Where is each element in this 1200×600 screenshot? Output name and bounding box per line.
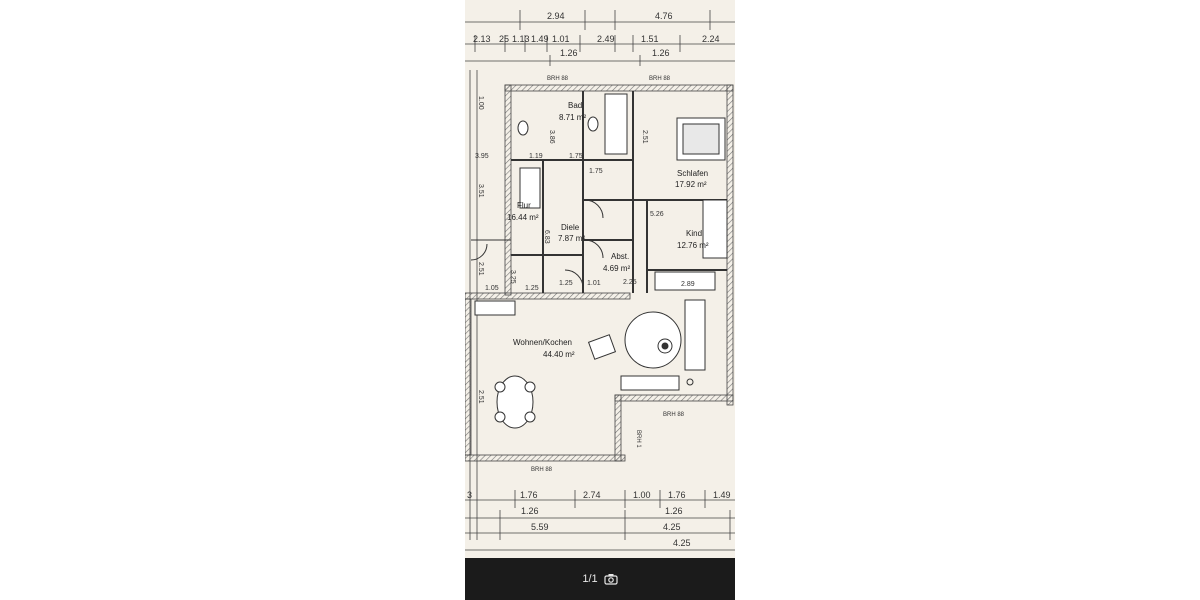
page-indicator: 1/1	[582, 573, 598, 585]
image-viewer: 2.94 4.76 2.13 25 1.13 1.49 1.01 2.49 1.…	[465, 0, 735, 600]
dim-inner: 3.25	[509, 270, 516, 284]
furniture	[470, 93, 728, 429]
dim-bottom: 3	[467, 490, 472, 500]
room-wohnen-area: 44.40 m²	[543, 350, 575, 359]
dim-bottom: 4.25	[663, 522, 681, 532]
brh-label: BRH 88	[663, 412, 685, 418]
dim-bottom: 2.74	[583, 490, 601, 500]
dim-top-12: 1.26	[652, 48, 670, 58]
dim-inner: 2.25	[623, 279, 637, 286]
bottom-dimension-lines	[465, 490, 735, 551]
dim-top-1: 2.94	[547, 11, 565, 21]
dim-top-7: 1.01	[552, 34, 570, 44]
dim-side: 3.95	[475, 153, 489, 160]
brh-labels: BRH 88 BRH 88 BRH 88 BRH 88 BRH 1	[531, 76, 685, 473]
brh-label: BRH 1	[635, 430, 641, 448]
room-kind-area: 12.76 m²	[677, 241, 709, 250]
dim-inner: 1.01	[587, 280, 601, 287]
room-diele-area: 7.87 m²	[558, 234, 585, 243]
room-wohnen-name: Wohnen/Kochen	[513, 338, 572, 347]
dim-top-5: 1.13	[512, 34, 530, 44]
dim-top-4: 25	[499, 34, 509, 44]
dim-inner: 2.51	[641, 130, 648, 144]
dim-top-3: 2.13	[473, 34, 491, 44]
bottom-dimension-labels: 3 1.76 2.74 1.00 1.76 1.49 1.26 1.26 5.5…	[467, 490, 731, 548]
dim-bottom: 1.76	[668, 490, 686, 500]
room-bad-name: Bad	[568, 101, 582, 110]
room-flur-area: 16.44 m²	[507, 213, 539, 222]
dim-bottom: 1.76	[520, 490, 538, 500]
camera-icon[interactable]	[604, 573, 618, 585]
dim-side: 2.51	[477, 390, 484, 404]
dim-inner: 1.05	[485, 285, 499, 292]
walls	[465, 84, 734, 462]
dim-top-2: 4.76	[655, 11, 673, 21]
dim-inner: 5.26	[650, 211, 664, 218]
dim-top-10: 2.24	[702, 34, 720, 44]
dim-bottom: 1.49	[713, 490, 731, 500]
floor-plan-drawing: 2.94 4.76 2.13 25 1.13 1.49 1.01 2.49 1.…	[465, 10, 735, 551]
dim-inner: 1.75	[589, 168, 603, 175]
top-dimension-labels: 2.94 4.76 2.13 25 1.13 1.49 1.01 2.49 1.…	[473, 11, 720, 58]
side-dimension-labels: 1.00 3.95 3.51 2.51 2.51	[475, 96, 489, 404]
dim-inner: 1.19	[529, 153, 543, 160]
dim-top-9: 1.51	[641, 34, 659, 44]
viewer-bottom-bar: 1/1	[465, 558, 735, 600]
brh-label: BRH 88	[649, 76, 671, 82]
dim-inner: 1.25	[559, 280, 573, 287]
room-abst-area: 4.69 m²	[603, 264, 630, 273]
room-diele-name: Diele	[561, 223, 580, 232]
dim-top-8: 2.49	[597, 34, 615, 44]
dim-bottom: 1.26	[665, 506, 683, 516]
room-labels: Bad 8.71 m² Schlafen 17.92 m² Flur 16.44…	[507, 101, 709, 359]
dim-bottom: 1.00	[633, 490, 651, 500]
dim-bottom: 1.26	[521, 506, 539, 516]
dim-top-6: 1.49	[531, 34, 549, 44]
room-schlafen-area: 17.92 m²	[675, 180, 707, 189]
dim-side: 1.00	[477, 96, 484, 110]
floor-plan-image[interactable]: 2.94 4.76 2.13 25 1.13 1.49 1.01 2.49 1.…	[465, 0, 735, 558]
top-dimension-lines	[465, 10, 735, 66]
dim-inner: 1.75	[569, 153, 583, 160]
dim-inner: 1.25	[525, 285, 539, 292]
brh-label: BRH 88	[547, 76, 569, 82]
dim-top-11: 1.26	[560, 48, 578, 58]
room-flur-name: Flur	[517, 201, 531, 210]
dim-bottom: 4.25	[673, 538, 691, 548]
dim-bottom: 5.59	[531, 522, 549, 532]
dim-side: 2.51	[477, 262, 484, 276]
dim-inner: 2.89	[681, 281, 695, 288]
dim-inner: 6.83	[543, 230, 550, 244]
room-bad-area: 8.71 m²	[559, 113, 586, 122]
room-abst-name: Abst.	[611, 252, 629, 261]
brh-label: BRH 88	[531, 467, 553, 473]
room-kind-name: Kind	[686, 229, 702, 238]
inner-dimension-labels: 3.86 2.51 1.75 1.19 1.75 5.26 6.83 1.25 …	[485, 130, 695, 292]
room-schlafen-name: Schlafen	[677, 169, 708, 178]
dim-side: 3.51	[477, 184, 484, 198]
dim-inner: 3.86	[548, 130, 555, 144]
